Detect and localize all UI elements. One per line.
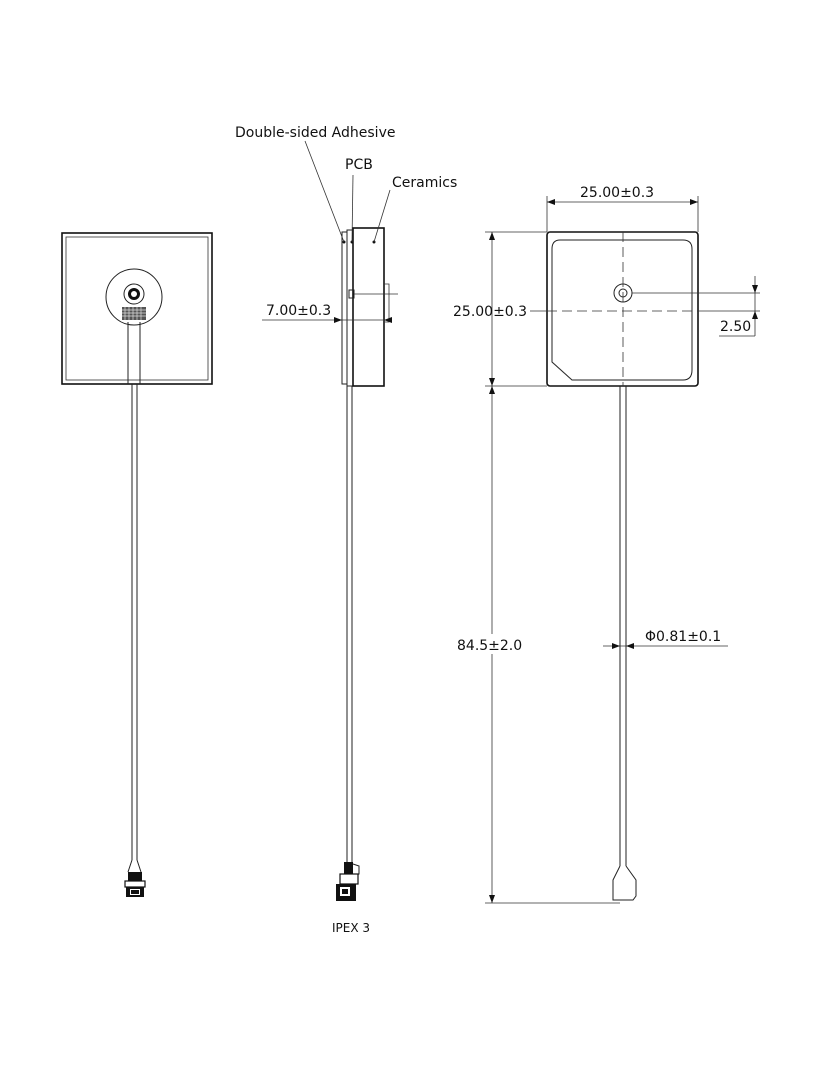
dim-cable-diameter: Φ0.81±0.1	[645, 629, 721, 645]
width-dimension	[546, 196, 699, 232]
height-dimension	[485, 231, 547, 387]
side-view	[336, 227, 398, 901]
dim-width: 25.00±0.3	[580, 185, 654, 201]
bottom-view	[61, 232, 213, 897]
dim-feed-offset: 2.50	[720, 319, 751, 335]
top-view	[546, 231, 700, 901]
thickness-dimension	[262, 317, 392, 323]
ipex-connector-top-icon	[612, 865, 637, 901]
dim-height: 25.00±0.3	[453, 304, 527, 320]
cable-diameter-dimension	[603, 643, 728, 649]
label-ceramics: Ceramics	[392, 175, 457, 191]
ipex-connector-icon	[124, 859, 146, 897]
label-adhesive: Double-sided Adhesive	[235, 125, 395, 141]
ipex-connector-side-icon	[336, 862, 360, 901]
label-pcb: PCB	[345, 157, 373, 173]
callout-leaders	[304, 140, 391, 243]
feed-offset-dimension	[632, 276, 760, 337]
dim-thickness: 7.00±0.3	[266, 303, 331, 319]
connector-label: IPEX 3	[332, 921, 370, 935]
dim-cable-length: 84.5±2.0	[457, 638, 522, 654]
